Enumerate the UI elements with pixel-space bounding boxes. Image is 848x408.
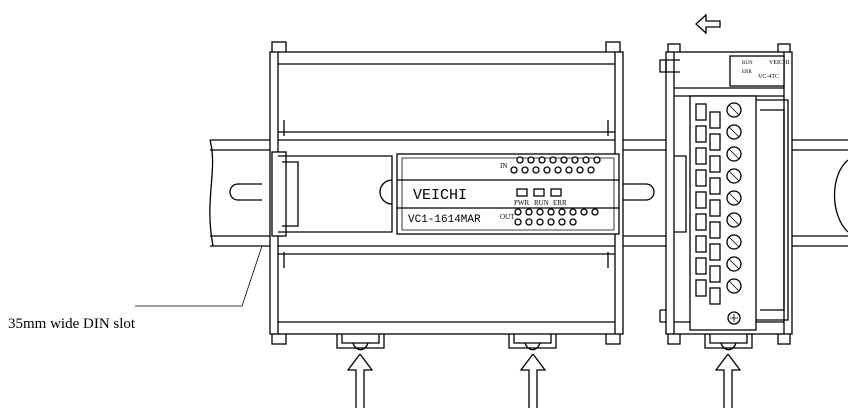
main-brand: VEICHI <box>413 187 467 204</box>
status-leds <box>516 188 562 197</box>
ext-err: ERR <box>742 70 752 75</box>
in-label: IN <box>500 162 507 170</box>
led-err-label: ERR <box>553 199 567 207</box>
terminal-labels <box>695 103 721 305</box>
arrow-left-icon <box>695 13 721 35</box>
out-terminal-leds <box>514 208 599 226</box>
ext-model: VC-4TC <box>758 74 779 80</box>
expansion-module: VEICHI VC-4TC RUN ERR <box>659 43 793 351</box>
din-slot-label: 35mm wide DIN slot <box>8 316 136 332</box>
ext-run: RUN <box>742 61 753 66</box>
out-label: OUT <box>500 213 515 221</box>
led-run-label: RUN <box>534 199 549 207</box>
led-pwr-label: PWR <box>514 199 530 207</box>
screw-terminals <box>726 102 742 325</box>
din-clip-right <box>508 334 557 351</box>
arrow-up-icon-right <box>714 353 742 408</box>
in-terminal-leds <box>510 156 601 174</box>
ext-brand: VEICHI <box>769 60 789 66</box>
din-slot-leader <box>135 245 263 307</box>
main-plc-unit: IN OUT VEICHI VC1-1614MAR PWR RUN ERR <box>269 41 624 351</box>
main-model: VC1-1614MAR <box>408 214 481 226</box>
arrow-up-icon-left <box>346 353 374 408</box>
arrow-up-icon-middle <box>519 353 547 408</box>
din-clip-expansion <box>704 334 753 351</box>
din-clip-left <box>336 334 385 351</box>
